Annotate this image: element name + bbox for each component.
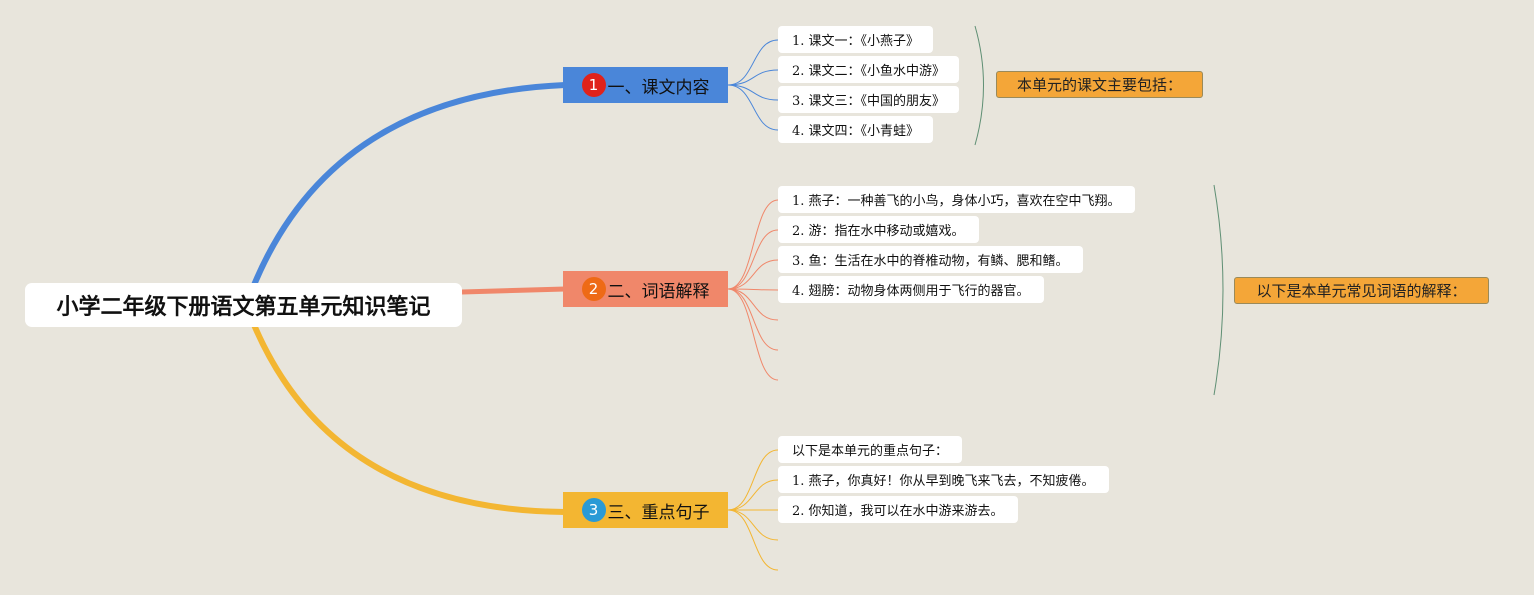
leaf-lesson-3[interactable]: 3. 课文三：《中国的朋友》	[778, 86, 960, 113]
summary-words[interactable]: 以下是本单元常见词语的解释：	[1234, 277, 1489, 304]
leaf-word-2[interactable]: 2. 游：指在水中移动或嬉戏。	[778, 216, 979, 243]
leaf-lesson-2[interactable]: 2. 课文二：《小鱼水中游》	[778, 56, 960, 83]
root-topic[interactable]: 小学二年级下册语文第五单元知识笔记	[25, 283, 462, 327]
summary-bracket-2	[1213, 184, 1224, 396]
summary-bracket-1	[974, 25, 984, 146]
leaf-lesson-1[interactable]: 1. 课文一：《小燕子》	[778, 26, 934, 53]
summary-lessons[interactable]: 本单元的课文主要包括：	[996, 71, 1203, 98]
number-badge-2: 2	[581, 277, 606, 301]
link-root-branch2	[461, 286, 566, 295]
leaf-word-1[interactable]: 1. 燕子：一种善飞的小鸟，身体小巧，喜欢在空中飞翔。	[778, 186, 1135, 213]
links-branch3-leaves	[727, 449, 779, 571]
leaf-sentence-intro[interactable]: 以下是本单元的重点句子：	[778, 436, 963, 463]
number-badge-1: 1	[581, 73, 606, 97]
branch-lesson-content[interactable]: 1 一、课文内容	[563, 67, 728, 103]
branch-key-sentences[interactable]: 3 三、重点句子	[563, 492, 728, 528]
leaf-sentence-2[interactable]: 2. 你知道，我可以在水中游来游去。	[778, 496, 1018, 523]
branch-word-explanation[interactable]: 2 二、词语解释	[563, 271, 728, 307]
branch-label: 二、词语解释	[607, 281, 710, 302]
leaf-word-4[interactable]: 4. 翅膀：动物身体两侧用于飞行的器官。	[778, 276, 1044, 303]
links-branch2-leaves	[727, 199, 779, 381]
link-root-branch3	[249, 318, 566, 515]
branch-label: 三、重点句子	[607, 502, 710, 523]
leaf-word-3[interactable]: 3. 鱼：生活在水中的脊椎动物，有鳞、腮和鳍。	[778, 246, 1083, 273]
links-branch1-leaves	[727, 39, 779, 131]
leaf-lesson-4[interactable]: 4. 课文四：《小青蛙》	[778, 116, 934, 143]
number-badge-3: 3	[581, 498, 606, 522]
link-root-branch1	[249, 82, 566, 292]
leaf-sentence-1[interactable]: 1. 燕子，你真好！你从早到晚飞来飞去，不知疲倦。	[778, 466, 1109, 493]
branch-label: 一、课文内容	[607, 77, 710, 98]
